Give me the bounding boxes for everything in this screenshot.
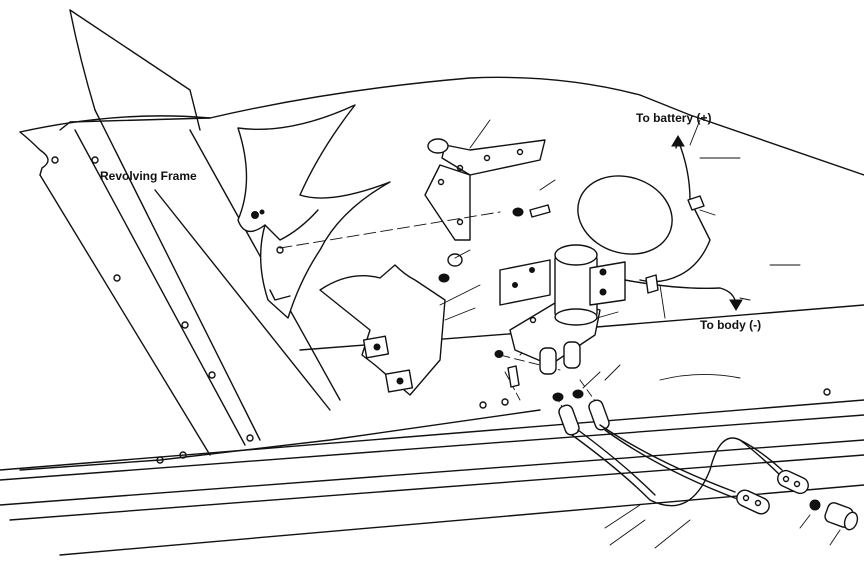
battery-cables: [558, 364, 859, 549]
to-battery-label: To battery (+): [636, 111, 712, 125]
upright-bracket: [237, 104, 391, 319]
relay-assembly: [499, 244, 626, 375]
wiring-harness: [624, 119, 751, 319]
to-body-label: To body (-): [700, 318, 762, 332]
fasteners: [438, 179, 821, 511]
mounting-plate: [424, 119, 546, 241]
revolving-frame-label: Revolving Frame: [100, 169, 197, 183]
revolving-frame: [0, 9, 864, 556]
lower-bracket: [319, 264, 481, 396]
